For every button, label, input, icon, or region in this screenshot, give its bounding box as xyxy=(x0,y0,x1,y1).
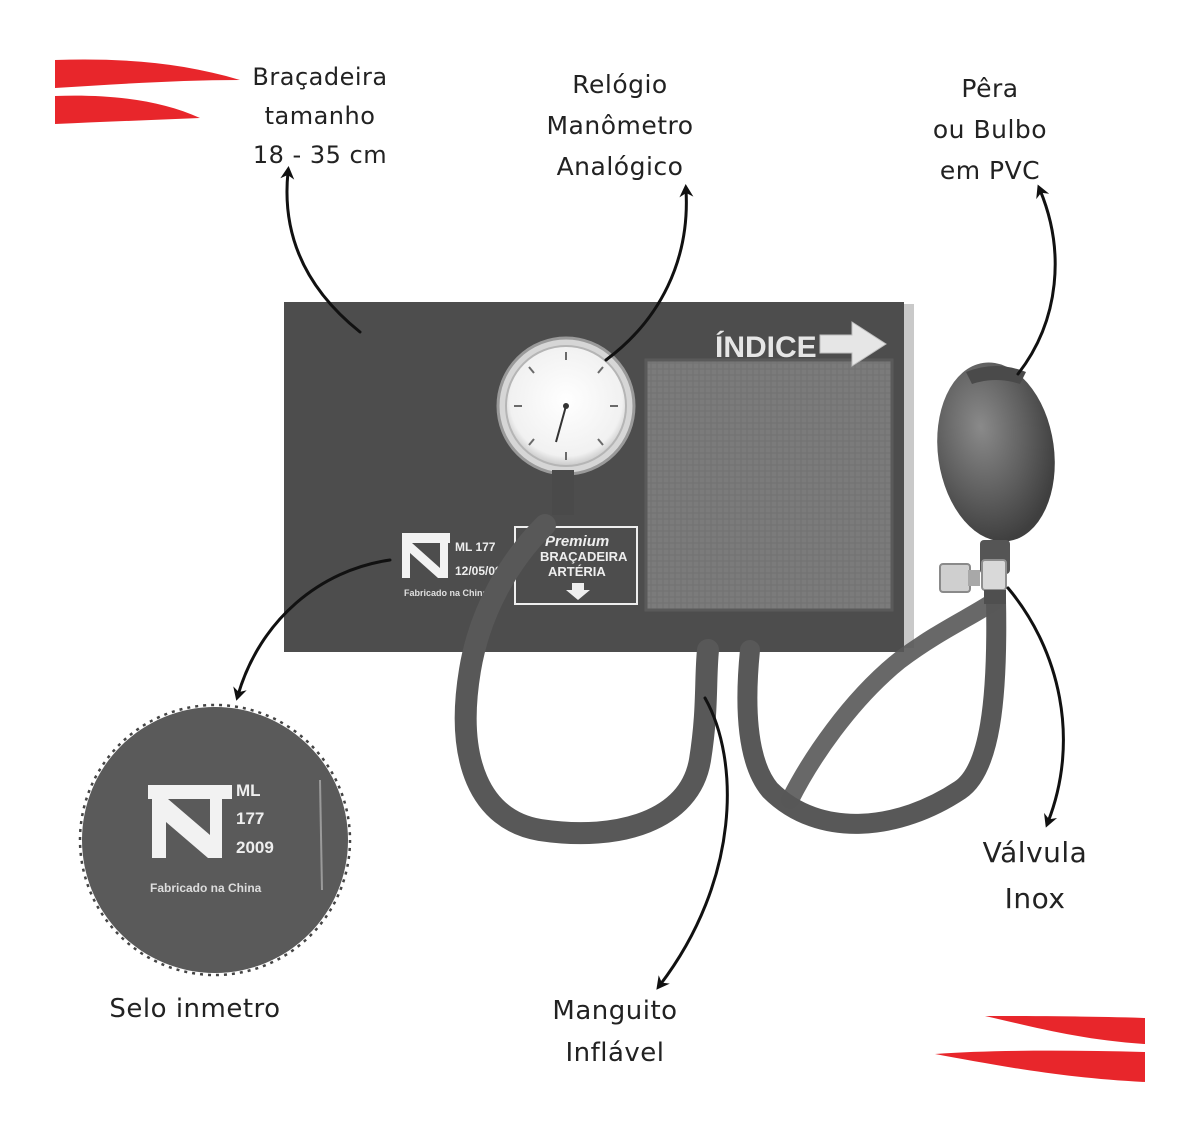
gauge-needle xyxy=(555,405,567,443)
cuff: ÍNDICE ML 177 12/05/09 Fabricado na Chin… xyxy=(284,302,914,652)
bracadeira-line-3: 18 - 35 cm xyxy=(252,141,388,169)
inmetro-logo-icon xyxy=(402,533,450,543)
selo-text: Selo inmetro xyxy=(109,994,281,1024)
arrow-to-bracadeira xyxy=(280,166,362,334)
label-manguito: Manguito Inflável xyxy=(510,990,720,1074)
arrow-to-relogio xyxy=(604,184,694,362)
valvula-line-2: Inox xyxy=(1004,882,1066,915)
label-relogio: Relógio Manômetro Analógico xyxy=(520,64,720,187)
manometer-gauge xyxy=(496,336,636,515)
pera-line-2: ou Bulbo xyxy=(932,115,1048,144)
seal-date: 12/05/09 xyxy=(455,564,502,578)
brand-label: Premium xyxy=(545,533,609,550)
zoom-line-3: 2009 xyxy=(236,838,274,857)
red-brush-decoration-top xyxy=(55,59,240,124)
velcro-patch xyxy=(644,358,894,612)
indice-arrow-icon xyxy=(819,321,887,367)
relogio-line-1: Relógio xyxy=(572,70,668,99)
seal-code: ML 177 xyxy=(455,540,496,554)
artery-line-2: ARTÉRIA xyxy=(548,564,606,579)
stainless-valve xyxy=(939,559,1007,604)
pera-line-1: Pêra xyxy=(961,74,1019,103)
seal-zoom-circle: ML 177 2009 Fabricado na China xyxy=(78,703,352,977)
red-brush-decoration-bottom xyxy=(935,1016,1145,1082)
manguito-line-2: Inflável xyxy=(565,1038,665,1068)
rubber-tubes xyxy=(454,514,1007,845)
label-bracadeira: Braçadeira tamanho 18 - 35 cm xyxy=(230,58,410,175)
zoom-line-1: ML xyxy=(236,781,261,800)
arrow-to-valvula xyxy=(1006,586,1065,828)
bracadeira-line-2: tamanho xyxy=(264,102,376,130)
indice-label: ÍNDICE xyxy=(715,330,817,364)
seal-made-in: Fabricado na China xyxy=(404,588,489,598)
label-selo: Selo inmetro xyxy=(80,990,310,1029)
relogio-line-3: Analógico xyxy=(556,152,684,181)
label-valvula: Válvula Inox xyxy=(950,830,1120,922)
relogio-line-2: Manômetro xyxy=(546,111,694,140)
manguito-line-1: Manguito xyxy=(552,996,678,1026)
gauge-stem xyxy=(552,470,574,515)
inmetro-seal: ML 177 12/05/09 Fabricado na China xyxy=(402,533,502,598)
arrow-to-selo xyxy=(233,558,392,701)
artery-marker: Premium BRAÇADEIRA ARTÉRIA xyxy=(514,526,638,605)
annotation-arrows xyxy=(233,166,1065,990)
down-arrow-icon xyxy=(566,583,590,600)
zoom-line-2: 177 xyxy=(236,809,264,828)
bracadeira-line-1: Braçadeira xyxy=(252,63,388,91)
label-pera: Pêra ou Bulbo em PVC xyxy=(910,68,1070,191)
pera-line-3: em PVC xyxy=(939,156,1041,185)
inflation-bulb xyxy=(937,362,1055,574)
valvula-line-1: Válvula xyxy=(982,836,1088,869)
arrow-to-manguito xyxy=(656,696,729,990)
arrow-to-pera xyxy=(1016,184,1057,376)
artery-line-1: BRAÇADEIRA xyxy=(540,549,628,564)
zoom-made-in: Fabricado na China xyxy=(150,881,262,895)
